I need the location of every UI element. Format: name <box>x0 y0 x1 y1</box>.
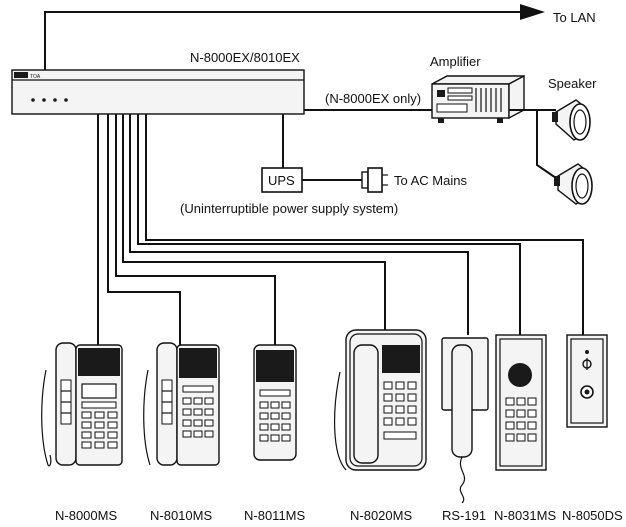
lan-cable <box>44 11 532 70</box>
to-ac-mains-label: To AC Mains <box>394 173 467 188</box>
to-lan-label: To LAN <box>553 10 596 25</box>
main-unit-label: N-8000EX/8010EX <box>190 50 300 65</box>
handset-icon <box>451 344 473 458</box>
ups-note-label: (Uninterruptible power supply system) <box>180 201 398 216</box>
brand-text: TOA <box>30 74 41 80</box>
lan-connection: To LAN <box>44 4 596 70</box>
speaker-cable-bottom <box>536 110 557 179</box>
station-model-label: N-8020MS <box>350 508 412 523</box>
station-model-label: N-8010MS <box>150 508 212 523</box>
speaker-grille <box>382 345 420 373</box>
station-n8011ms: N-8011MS <box>244 344 306 523</box>
speaker-grille <box>179 348 217 378</box>
speaker-section: Speaker <box>548 76 597 205</box>
station-wiring <box>97 114 584 345</box>
plug-icon <box>361 167 388 193</box>
ups-box <box>261 167 303 193</box>
lan-arrow-icon <box>520 4 545 20</box>
lcd-display <box>81 383 117 399</box>
main-unit-chassis <box>11 69 305 115</box>
station-model-label: N-8000MS <box>55 508 117 523</box>
station-model-label: RS-191 <box>442 508 486 523</box>
station-model-label: N-8031MS <box>494 508 556 523</box>
speaker-grille <box>508 363 532 387</box>
station-n8020ms: N-8020MS <box>334 329 427 523</box>
brand-logo <box>14 72 28 78</box>
amplifier-device <box>431 74 525 123</box>
station-rs191: RS-191 <box>441 337 489 523</box>
speaker-label: Speaker <box>548 76 597 91</box>
speaker-grille <box>78 348 120 376</box>
ups-section: UPS To AC Mains (Uninterruptible power s… <box>180 114 467 216</box>
amplifier-label: Amplifier <box>430 54 481 69</box>
station-n8050ds: N-8050DS <box>562 334 623 523</box>
speaker-icon <box>552 99 591 141</box>
station-model-label: N-8011MS <box>244 508 306 523</box>
station-n8000ms: N-8000MS <box>41 342 123 523</box>
station-n8010ms: N-8010MS <box>143 342 220 523</box>
speaker-icon <box>554 163 593 205</box>
main-unit: N-8000EX/8010EX TOA <box>11 50 305 115</box>
station-model-label: N-8050DS <box>562 508 623 523</box>
amp-note-label: (N-8000EX only) <box>325 91 421 106</box>
ups-label: UPS <box>268 173 295 188</box>
handset-icon <box>353 344 379 464</box>
amplifier-section: (N-8000EX only) Amplifier <box>304 54 557 179</box>
station-n8031ms: N-8031MS <box>494 334 556 523</box>
speaker-grille <box>256 350 294 382</box>
